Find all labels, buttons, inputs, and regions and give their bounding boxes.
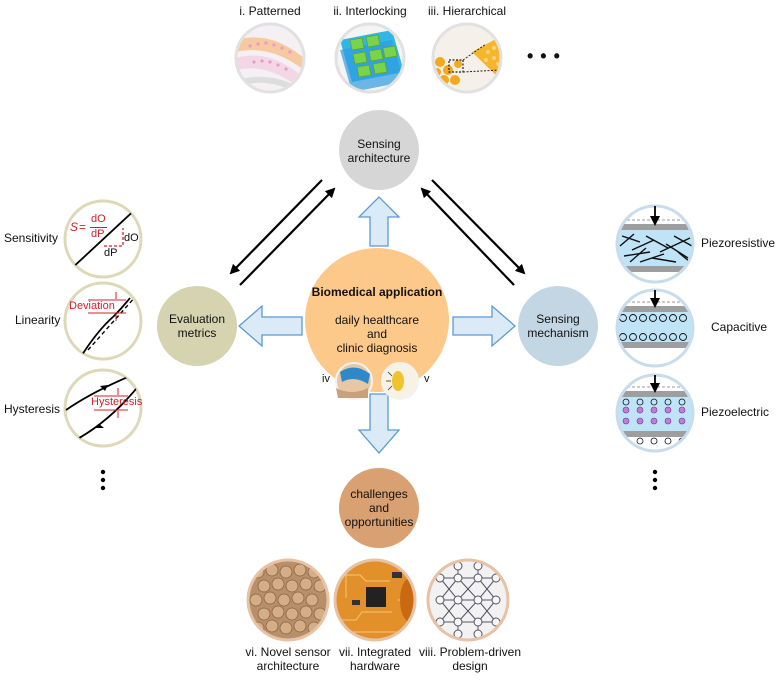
future-label-integrated-hardware: vii. Integrated hardware <box>339 645 411 673</box>
marker-iv: iv <box>322 373 330 385</box>
challenges-node <box>339 468 419 548</box>
integrated-hardware-image <box>333 558 417 642</box>
sensing-mechanism-label: Sensing mechanism <box>527 312 588 340</box>
challenges-line3: opportunities <box>344 515 414 529</box>
piezoelectric-inset <box>615 373 695 453</box>
metric-label-linearity: Linearity <box>15 313 61 327</box>
marker-v: v <box>424 373 430 385</box>
sensing-mechanism-line2: mechanism <box>527 326 589 340</box>
arch-label-interlocking: ii. Interlocking <box>333 4 407 18</box>
sensing-architecture-line2: architecture <box>347 151 411 165</box>
wearable-image-v <box>381 362 419 400</box>
challenges-line1: challenges <box>350 487 408 501</box>
block-arrow-up <box>357 196 401 247</box>
hysteresis-inset <box>63 368 143 448</box>
block-arrow-down <box>357 393 401 454</box>
ellipsis-right <box>652 469 658 491</box>
arch-label-patterned: i. Patterned <box>239 4 301 18</box>
sens-numerator: dO <box>91 213 106 225</box>
sensing-architecture-label: Sensing architecture <box>348 137 411 165</box>
block-arrow-right <box>452 304 516 348</box>
sens-symbol: S <box>70 220 79 234</box>
metric-label-hysteresis: Hysteresis <box>4 402 61 416</box>
future-1-line2: hardware <box>349 659 401 673</box>
future-1-line1: vii. Integrated <box>338 645 412 659</box>
mechanism-label-capacitive: Capacitive <box>711 320 768 334</box>
problem-driven-design-image <box>426 558 510 642</box>
sensing-architecture-line1: Sensing <box>357 137 401 151</box>
center-line1: daily healthcare <box>334 313 420 327</box>
center-description: daily healthcare and clinic diagnosis <box>335 313 419 355</box>
center-line2: and <box>366 327 388 341</box>
hierarchical-image <box>431 22 503 94</box>
challenges-line2: and <box>368 501 390 515</box>
future-2-line2: design <box>452 659 488 673</box>
sens-equals: = <box>79 220 87 234</box>
wearable-image-iv <box>335 362 373 400</box>
future-0-line2: architecture <box>256 659 320 673</box>
sensing-architecture-node <box>339 110 419 190</box>
evaluation-metrics-node <box>157 286 237 366</box>
linearity-inset <box>63 281 143 361</box>
sensing-mechanism-line1: Sensing <box>536 312 580 326</box>
sensing-mechanism-node <box>518 286 598 366</box>
patterned-image <box>234 22 306 94</box>
mechanism-label-piezoelectric: Piezoelectric <box>701 405 770 419</box>
arch-eval-arrows <box>229 179 336 286</box>
evaluation-metrics-line2: metrics <box>177 326 217 340</box>
future-0-line1: vi. Novel sensor <box>245 645 331 659</box>
hysteresis-inset-label: Hysteresis <box>91 396 143 408</box>
future-label-problem-driven: viii. Problem-driven design <box>419 645 521 673</box>
interlocking-image <box>334 22 406 94</box>
metric-label-sensitivity: Sensitivity <box>4 231 59 245</box>
center-line3: clinic diagnosis <box>336 341 418 355</box>
future-label-novel-sensor: vi. Novel sensor architecture <box>245 645 330 673</box>
future-2-line1: viii. Problem-driven <box>418 645 522 659</box>
center-title: Biomedical application <box>311 285 443 299</box>
sens-bottom-dP: dP <box>104 247 118 259</box>
mechanism-label-piezoresistive: Piezoresistive <box>701 236 776 250</box>
biomedical-application-node <box>305 248 449 392</box>
deviation-label: Deviation <box>69 300 115 312</box>
sens-denominator: dP <box>91 228 105 240</box>
piezoresistive-inset <box>615 204 695 284</box>
novel-sensor-architecture-image <box>246 558 330 642</box>
challenges-label: challenges and opportunities <box>345 487 414 529</box>
evaluation-metrics-label: Evaluation metrics <box>169 312 225 340</box>
capacitive-inset <box>615 288 695 368</box>
sensitivity-inset <box>63 199 143 279</box>
ellipsis-left <box>100 469 106 491</box>
sens-side-dO: dO <box>124 232 139 244</box>
arch-mech-arrows <box>420 179 526 286</box>
ellipsis-top: • • • <box>527 46 561 66</box>
sens-fraction-bar <box>90 227 107 228</box>
block-arrow-left <box>238 304 303 348</box>
arch-label-hierarchical: iii. Hierarchical <box>427 4 507 18</box>
evaluation-metrics-line1: Evaluation <box>168 312 226 326</box>
